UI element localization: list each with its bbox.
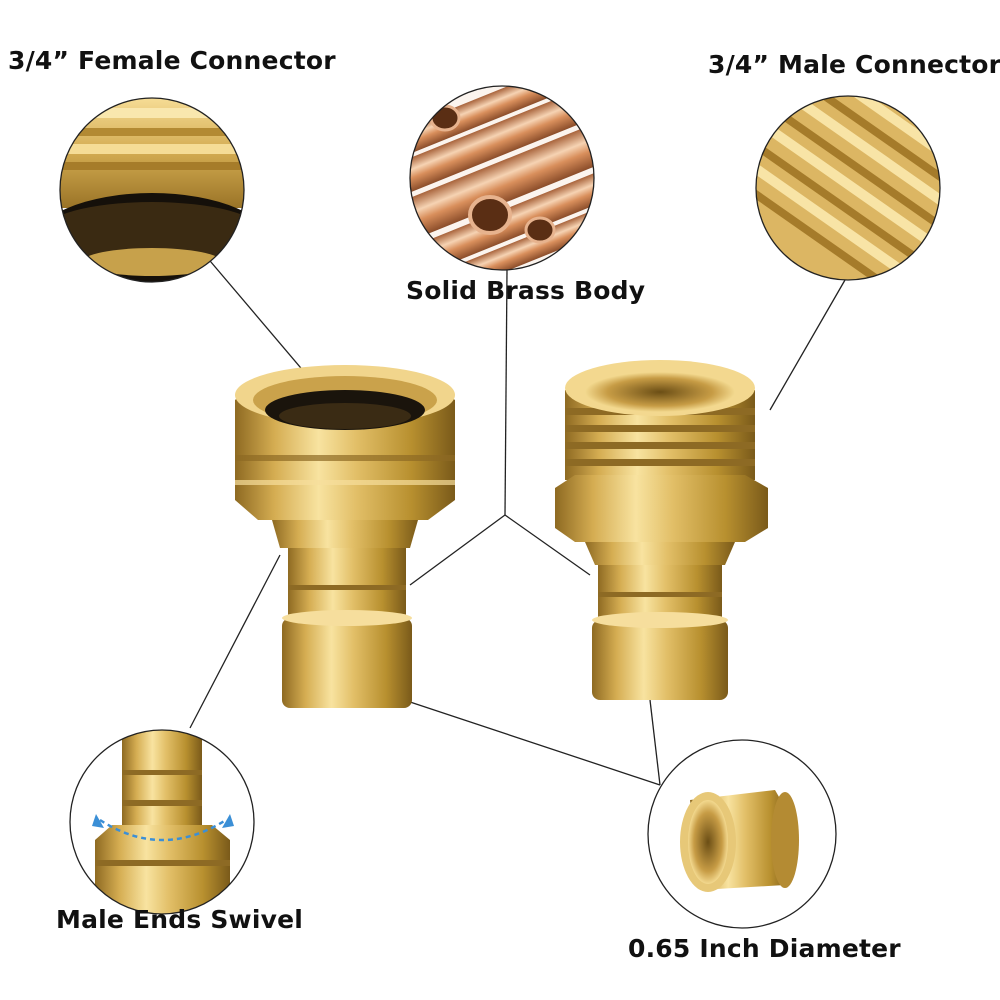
male-connector-label: 3/4” Male Connector (708, 50, 1000, 79)
swivel-closeup (69, 729, 255, 915)
male-connector-closeup (755, 95, 941, 281)
diameter-label: 0.65 Inch Diameter (628, 934, 901, 963)
brass-pipes-closeup (409, 85, 595, 271)
solid-brass-body-label: Solid Brass Body (406, 276, 646, 305)
male-connector-fitting (555, 360, 768, 700)
female-connector-fitting (235, 365, 455, 708)
female-connector-label: 3/4” Female Connector (8, 46, 336, 75)
female-connector-closeup (59, 97, 245, 283)
male-ends-swivel-label: Male Ends Swivel (56, 905, 304, 934)
ring-diameter-closeup (647, 739, 837, 929)
